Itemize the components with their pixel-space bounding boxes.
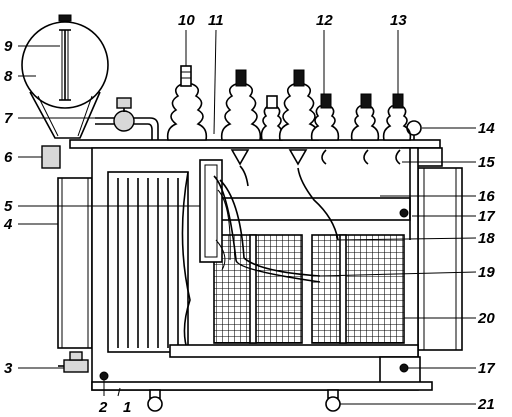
radiator-left: [57, 177, 93, 349]
bushing-small: [260, 95, 284, 141]
label-8: 8: [4, 68, 13, 85]
gas-relay-pipe: [95, 97, 159, 140]
label-20: 20: [477, 310, 495, 327]
bushing-lv-2: [310, 93, 340, 141]
drain-valve: [58, 351, 89, 373]
wheel-right: [325, 389, 341, 412]
label-6: 6: [4, 149, 13, 166]
leader-lines: [18, 29, 477, 405]
lead-wires: [213, 165, 339, 283]
bushing-lv-4: [382, 93, 412, 141]
label-21: 21: [477, 396, 495, 413]
label-11: 11: [208, 12, 224, 29]
bushing-lv-3: [350, 93, 380, 141]
label-19: 19: [478, 264, 495, 281]
label-12: 12: [316, 12, 333, 29]
base-frame: [91, 381, 433, 391]
label-17-upper: 17: [478, 208, 495, 225]
label-10: 10: [178, 12, 195, 29]
label-15: 15: [478, 154, 495, 171]
label-13: 13: [390, 12, 407, 29]
indicator-6: [41, 145, 61, 169]
grounding-bolt: [99, 371, 109, 381]
lifting-eye: [406, 120, 422, 140]
conservator-tank: [21, 14, 109, 139]
cooling-ribs: [107, 171, 191, 353]
label-16: 16: [478, 188, 495, 205]
label-18: 18: [478, 230, 495, 247]
label-5: 5: [4, 198, 13, 215]
label-3: 3: [4, 360, 13, 377]
radiator-right: [417, 167, 463, 351]
bushing-lv-1: [166, 65, 208, 141]
lead-hooks: [321, 149, 401, 165]
bushing-hv-1: [220, 69, 262, 166]
label-17-lower: 17: [478, 360, 495, 377]
tank-cover: [69, 139, 441, 149]
upper-yoke-beam: [209, 197, 411, 221]
label-9: 9: [4, 38, 13, 55]
label-14: 14: [478, 120, 495, 137]
label-1: 1: [123, 399, 131, 416]
label-4: 4: [3, 216, 13, 233]
label-7: 7: [4, 110, 13, 127]
label-2: 2: [98, 399, 108, 416]
lower-yoke: [169, 344, 419, 358]
windings: [213, 234, 405, 344]
tap-changer: [199, 159, 223, 263]
wheel-left: [147, 389, 163, 412]
bushing-hv-2: [278, 69, 320, 166]
